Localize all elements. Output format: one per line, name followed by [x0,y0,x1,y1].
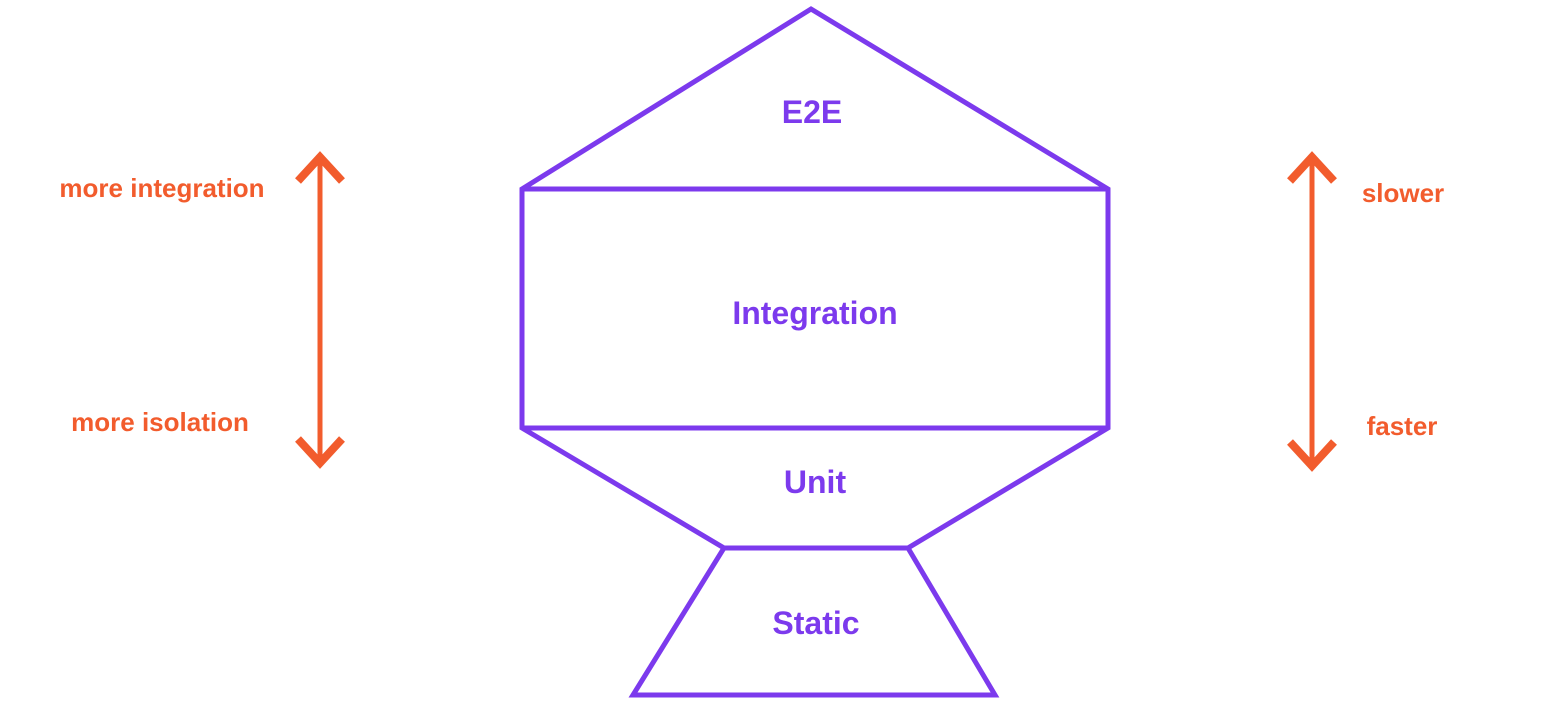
right-up-arrowhead-icon [1287,151,1337,184]
level-label-unit: Unit [783,464,847,500]
right-scale-bottom-label: faster [1366,411,1438,441]
left-scale-top-label: more integration [59,173,265,203]
level-label-e2e: E2E [781,94,843,130]
left-scale-bottom-label: more isolation [71,407,249,437]
left-down-arrowhead-icon [295,436,345,469]
level-label-static: Static [772,605,860,641]
right-down-arrowhead-icon [1287,439,1337,472]
level-label-integration: Integration [732,295,898,331]
left-double-arrow-icon [295,151,345,469]
left-up-arrowhead-icon [295,151,345,184]
right-scale-top-label: slower [1361,178,1445,208]
right-double-arrow-icon [1287,151,1337,472]
trophy-outline [519,6,1111,698]
